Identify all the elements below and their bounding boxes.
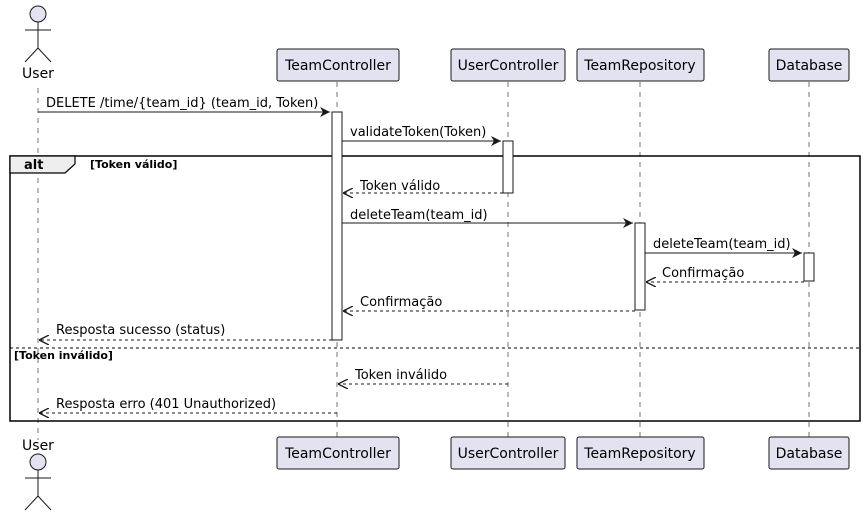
message-label-10: Resposta erro (401 Unauthorized) <box>56 397 276 412</box>
activations <box>331 111 815 341</box>
participant-team-controller-label-bottom: TeamController <box>284 446 391 462</box>
participant-team-repository-top <box>576 48 705 82</box>
alt-frame <box>9 155 861 422</box>
message-label-8: Resposta sucesso (status) <box>56 323 225 338</box>
message-label-2: validateToken(Token) <box>350 125 486 140</box>
message-label-7: Confirmação <box>360 295 442 310</box>
participants-top: User TeamController UserController TeamR… <box>22 5 850 82</box>
participant-database-top <box>768 48 850 82</box>
actor-user-label-bottom: User <box>22 438 54 454</box>
participants-bottom: User TeamController UserController TeamR… <box>22 436 850 511</box>
guard-token-invalido: [Token inválido] <box>14 349 113 362</box>
actor-user-label-top: User <box>22 66 54 82</box>
participant-team-controller-top <box>276 48 400 82</box>
participant-user-controller-top <box>450 48 566 82</box>
actor-user-top: User <box>22 5 54 82</box>
activation-team-repository <box>634 222 646 311</box>
participant-user-controller-bottom <box>450 436 566 470</box>
alt-fragment: alt [Token válido] [Token inválido] <box>9 155 861 422</box>
actor-head <box>29 453 47 471</box>
participant-team-controller-bottom <box>276 436 400 470</box>
participant-database-label-top: Database <box>776 58 843 74</box>
activation-database <box>803 252 815 282</box>
participant-database-label-bottom: Database <box>776 446 843 462</box>
participant-user-controller-label-top: UserController <box>458 58 559 74</box>
message-label-6: Confirmação <box>662 266 744 281</box>
activation-team-controller <box>331 111 343 341</box>
participant-team-controller-label-top: TeamController <box>284 58 391 74</box>
participant-user-controller-label-bottom: UserController <box>458 446 559 462</box>
message-label-4: deleteTeam(team_id) <box>350 208 488 223</box>
message-label-9: Token inválido <box>354 368 447 383</box>
actor-head <box>29 5 47 23</box>
alt-label-tab <box>9 155 76 174</box>
activation-user-controller <box>502 140 514 194</box>
message-label-1: DELETE /time/{team_id} (team_id, Token) <box>46 96 318 111</box>
participant-team-repository-label-top: TeamRepository <box>583 58 695 74</box>
alt-keyword: alt <box>24 158 43 173</box>
actor-user-bottom: User <box>22 438 54 511</box>
participant-database-bottom <box>768 436 850 470</box>
participant-team-repository-bottom <box>576 436 705 470</box>
message-label-5: deleteTeam(team_id) <box>653 237 791 252</box>
participant-team-repository-label-bottom: TeamRepository <box>583 446 695 462</box>
messages: DELETE /time/{team_id} (team_id, Token) … <box>38 96 804 413</box>
guard-token-valido: [Token válido] <box>90 158 177 171</box>
message-label-3: Token válido <box>359 179 440 194</box>
lifelines <box>37 82 810 440</box>
